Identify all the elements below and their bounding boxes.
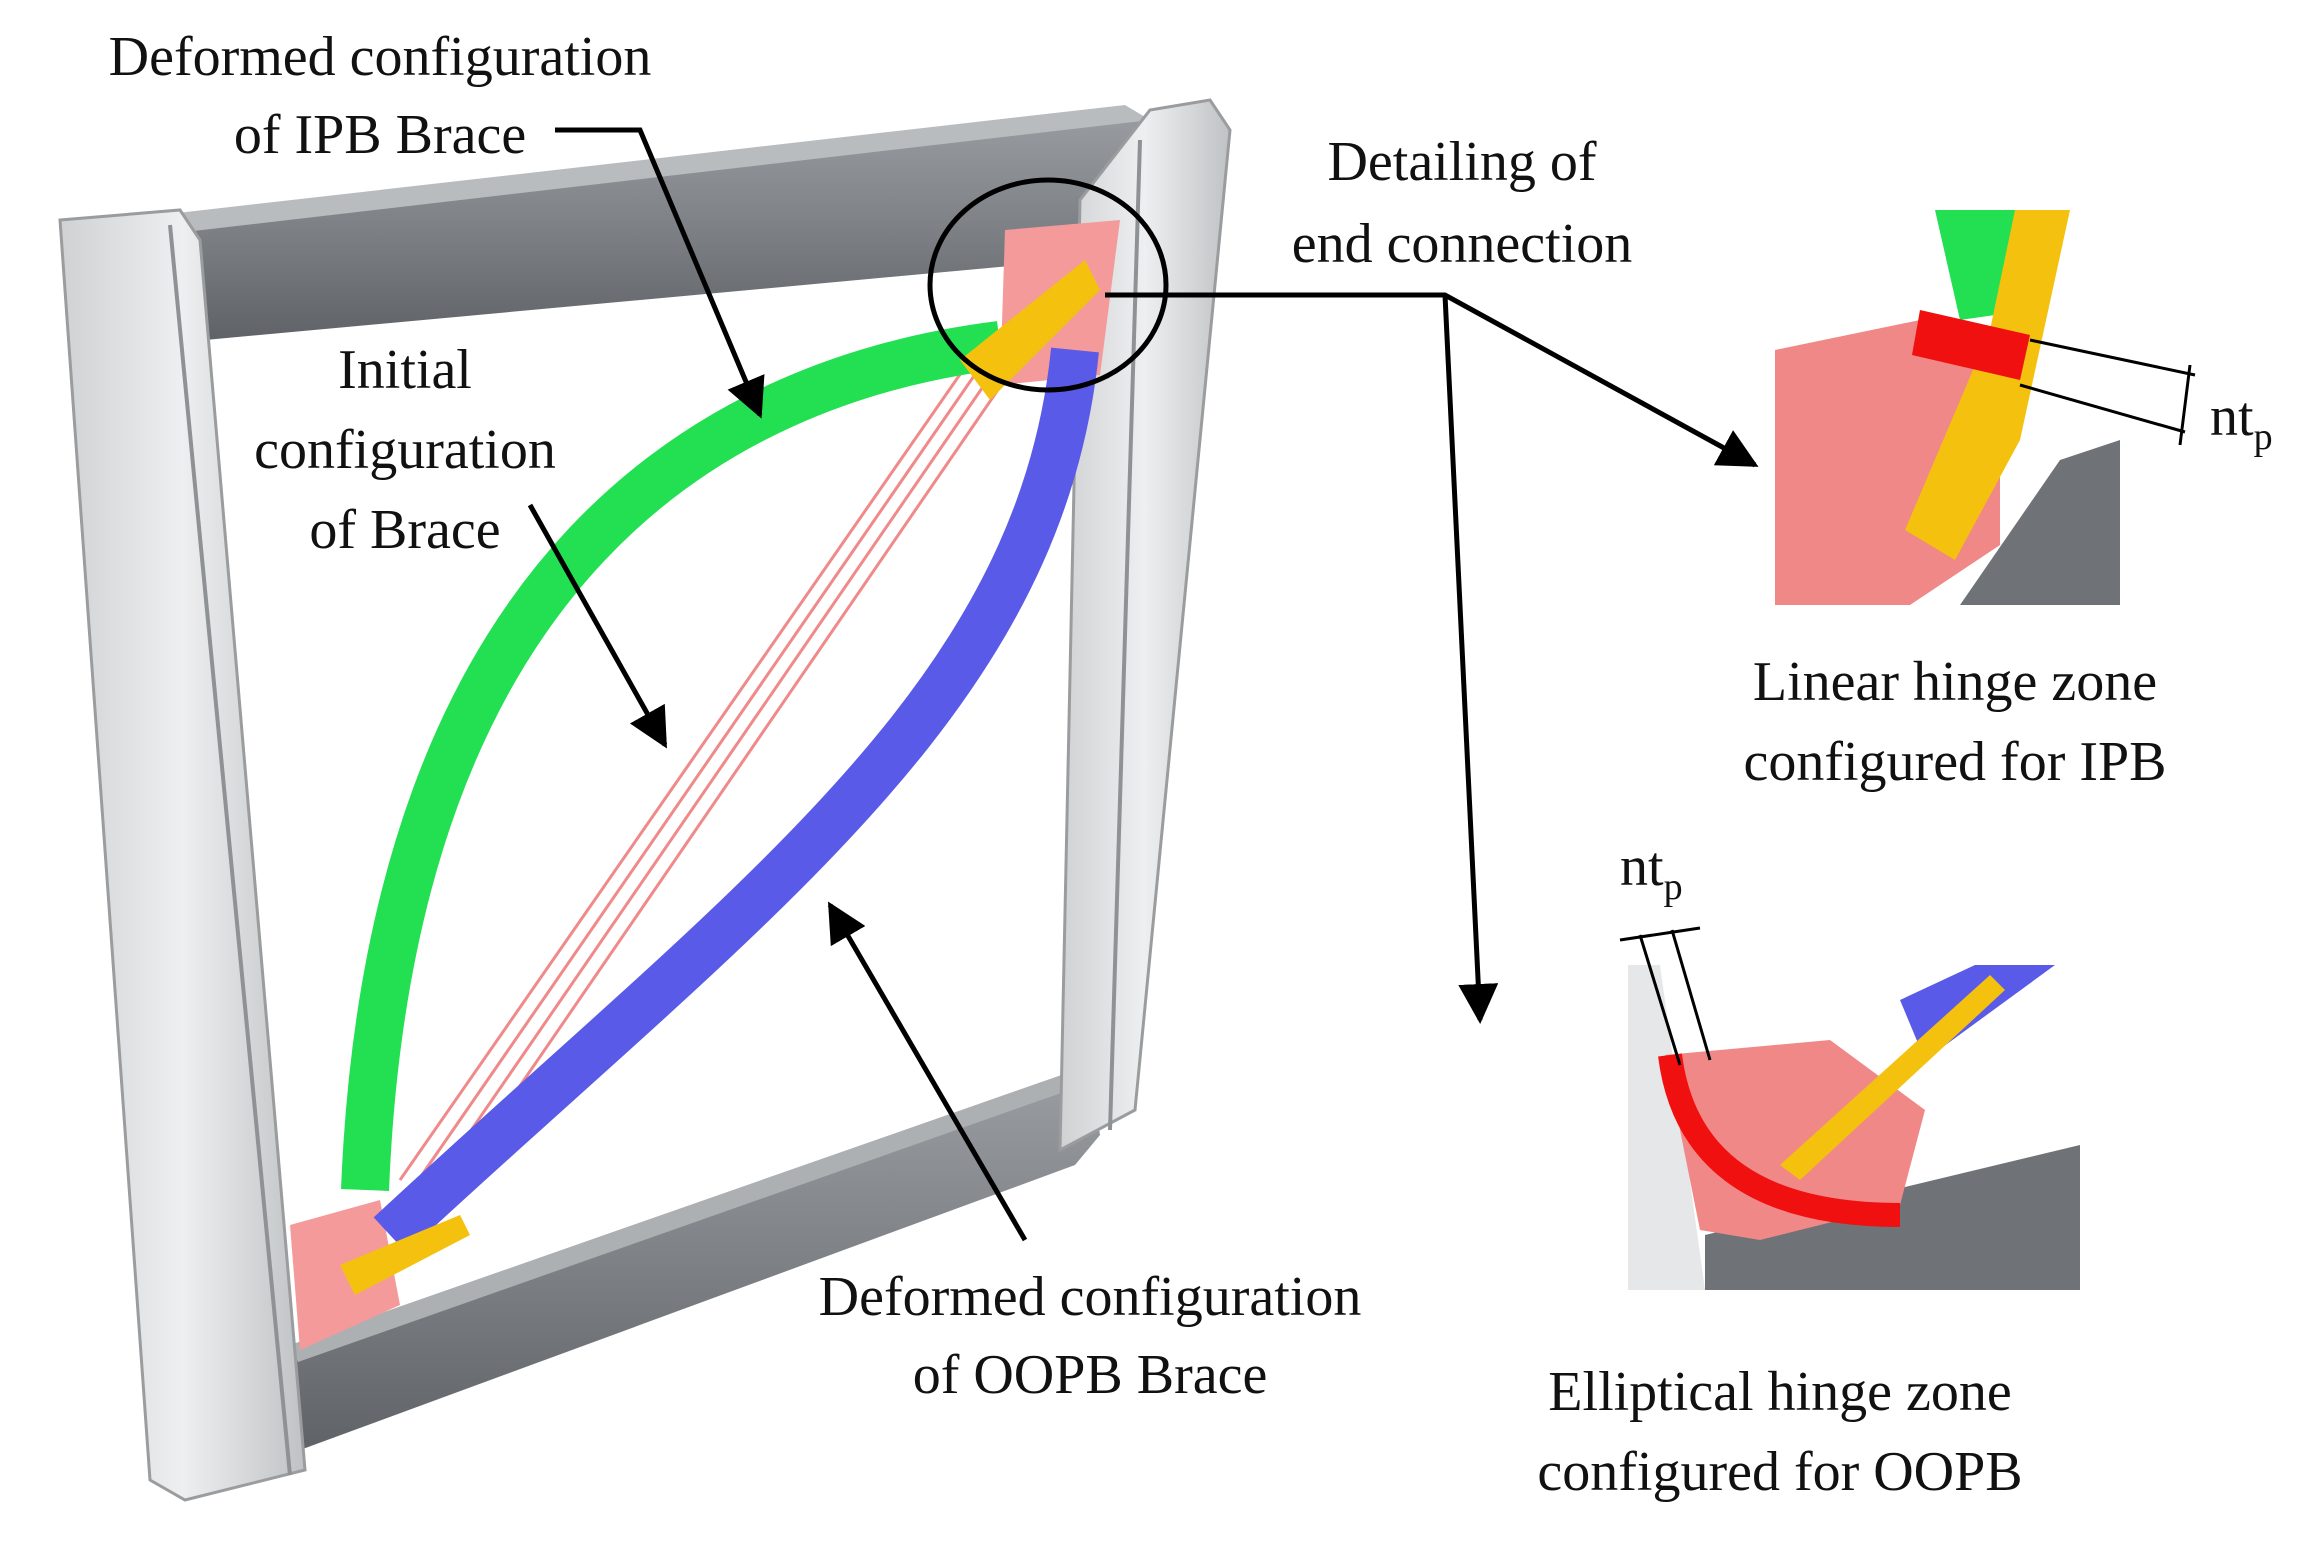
initial-brace bbox=[398, 359, 1017, 1196]
label-elliptical-line2: configured for OOPB bbox=[1537, 1441, 2022, 1503]
label-oopb-line1: Deformed configuration bbox=[819, 1266, 1362, 1328]
elliptical-hinge-detail bbox=[1619, 926, 2080, 1292]
linear-hinge-detail bbox=[1775, 210, 2196, 605]
oopb-brace bbox=[373, 347, 1099, 1253]
linear-hinge-plate bbox=[1905, 210, 2070, 560]
arrow-detail-elliptical bbox=[1442, 294, 1499, 1024]
bottom-beam-flange bbox=[290, 1065, 1098, 1362]
bottom-end-plate bbox=[340, 1215, 470, 1295]
label-elliptical-line1: Elliptical hinge zone bbox=[1548, 1361, 2011, 1423]
elliptical-hinge-zone bbox=[1658, 1053, 1901, 1227]
arrow-initial bbox=[527, 503, 668, 749]
arrow-ipb bbox=[555, 127, 765, 419]
label-linear-line2: configured for IPB bbox=[1743, 731, 2166, 793]
arrow-oopb bbox=[827, 901, 1028, 1242]
dimension-ntp-linear: ntp bbox=[2210, 386, 2273, 458]
label-detail-line1: Detailing of bbox=[1327, 131, 1596, 193]
linear-hinge-zone bbox=[1912, 310, 2030, 380]
elliptical-hinge-plate bbox=[1780, 975, 2005, 1180]
right-column bbox=[1058, 98, 1232, 1153]
label-detail-line2: end connection bbox=[1292, 213, 1633, 275]
label-oopb-line2: of OOPB Brace bbox=[913, 1344, 1268, 1406]
top-beam bbox=[160, 110, 1180, 340]
top-end-plate bbox=[960, 260, 1100, 400]
label-ipb-line2: of IPB Brace bbox=[234, 104, 526, 166]
ipb-brace bbox=[341, 321, 1003, 1191]
dimension-ntp-elliptical: ntp bbox=[1620, 836, 1683, 908]
left-column bbox=[58, 208, 307, 1502]
labels: Deformed configuration of IPB Brace Init… bbox=[109, 26, 2273, 1503]
label-linear-line1: Linear hinge zone bbox=[1753, 651, 2157, 713]
label-initial-line3: of Brace bbox=[309, 499, 500, 561]
label-initial-line2: configuration bbox=[254, 419, 556, 481]
label-ipb-line1: Deformed configuration bbox=[109, 26, 652, 88]
leader-arrows bbox=[527, 127, 1759, 1242]
bottom-beam bbox=[290, 1070, 1100, 1450]
detail-circle bbox=[927, 177, 1169, 393]
label-initial-line1: Initial bbox=[338, 339, 472, 401]
